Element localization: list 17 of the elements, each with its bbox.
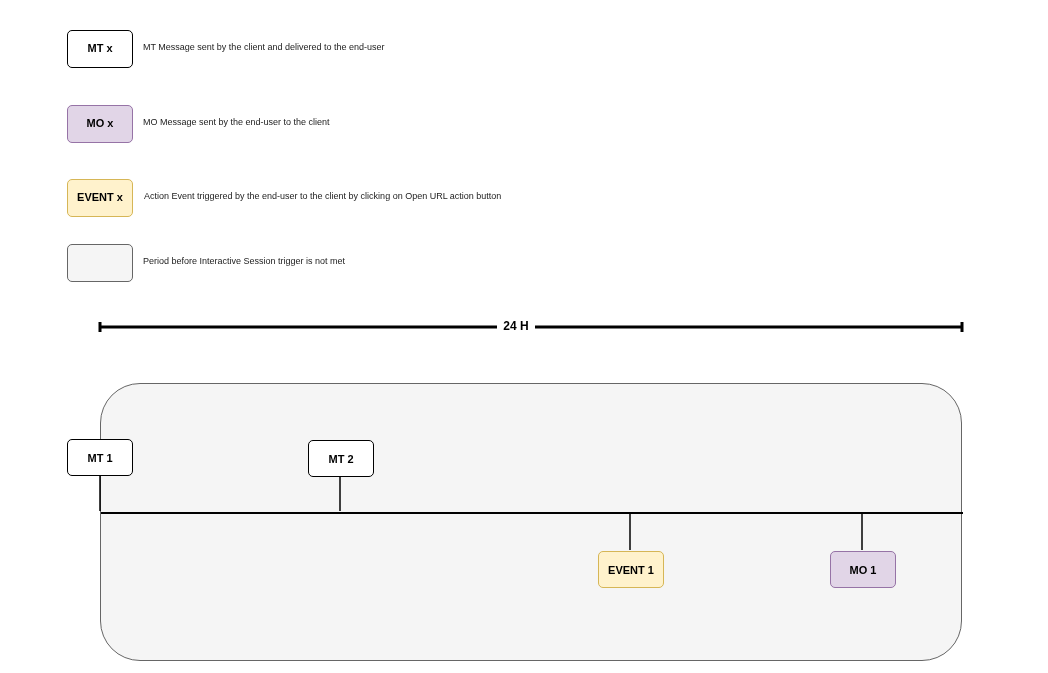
connector-line [339, 475, 341, 512]
message-box: MT 2 [308, 440, 374, 477]
connector-line [99, 475, 101, 512]
duration-label: 24 H [502, 319, 530, 335]
legend-sample-text: MO x [85, 117, 115, 131]
legend-text: MO Message sent by the end-user to the client [143, 117, 330, 127]
connector-line [629, 512, 631, 551]
legend-text: MT Message sent by the client and delivered to the end-user [143, 42, 385, 52]
connector-line [861, 512, 863, 551]
message-box: MO 1 [830, 551, 896, 588]
legend-sample-text: EVENT x [76, 191, 124, 205]
message-box: MT 1 [67, 439, 133, 476]
legend-text: Period before Interactive Session trigger is not met [143, 256, 346, 266]
event-box: EVENT 1 [598, 551, 664, 588]
legend-sample-text: MT x [86, 42, 114, 56]
timeline-bar [101, 512, 963, 514]
legend-text: Action Event triggered by the end-user to the client by clicking on Open URL action button [144, 191, 502, 201]
